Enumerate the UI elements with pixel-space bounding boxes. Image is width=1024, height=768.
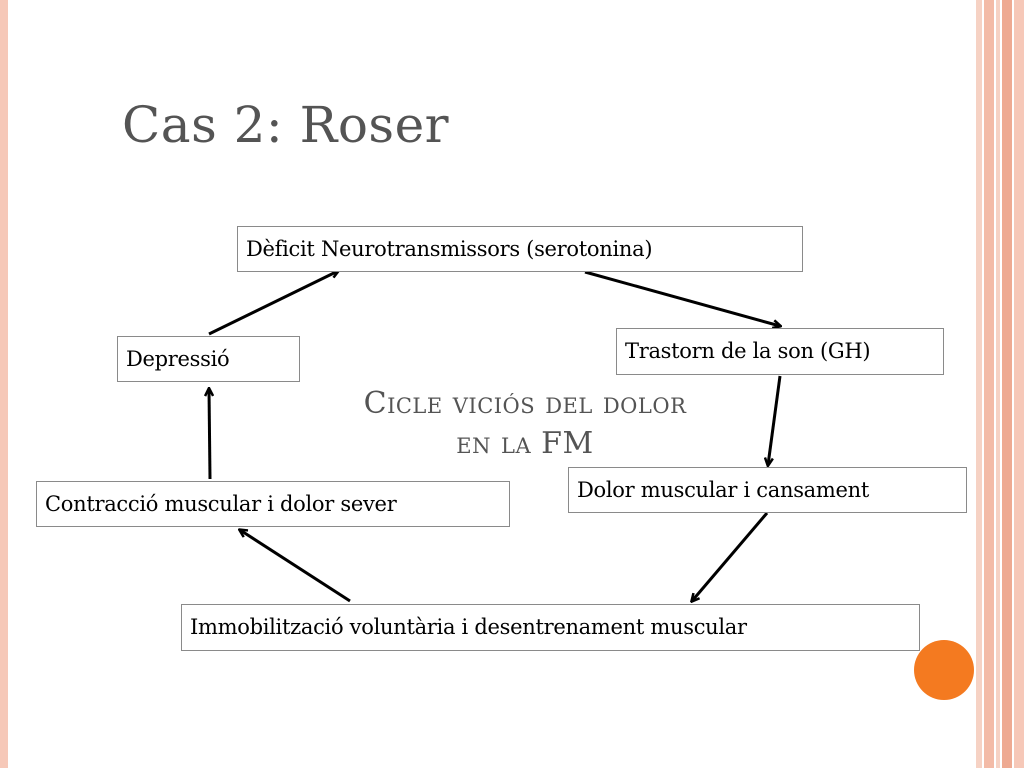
node-trastorn-son: Trastorn de la son (GH) <box>616 328 944 375</box>
node-dolor-muscular: Dolor muscular i cansament <box>568 467 967 513</box>
node-immobilitzacio: Immobilització voluntària i desentrename… <box>181 604 920 651</box>
arrow-trastorn-to-dolor <box>768 375 782 465</box>
arrow-deficit-to-trastorn <box>584 270 780 326</box>
center-label-line2: en la FM <box>456 426 594 461</box>
node-depressio: Depressió <box>117 336 300 382</box>
accent-dot <box>914 640 974 700</box>
slide-title: Cas 2: Roser <box>122 96 450 154</box>
node-contraccio-muscular: Contracció muscular i dolor sever <box>36 481 510 527</box>
arrow-contraccio-to-depressio <box>209 389 210 480</box>
cycle-center-label: Cicle viciós del dolor en la FM <box>280 384 770 464</box>
arrow-immobilitzacio-to-contraccio <box>240 530 351 603</box>
slide-right-border-stripes <box>976 0 1024 768</box>
slide-left-border <box>0 0 8 768</box>
arrow-dolor-to-immobilitzacio <box>692 512 769 601</box>
center-label-line1: Cicle viciós del dolor <box>363 386 687 421</box>
arrow-depressio-to-deficit <box>208 271 338 336</box>
node-deficit-neurotransmissors: Dèficit Neurotransmissors (serotonina) <box>237 226 803 272</box>
